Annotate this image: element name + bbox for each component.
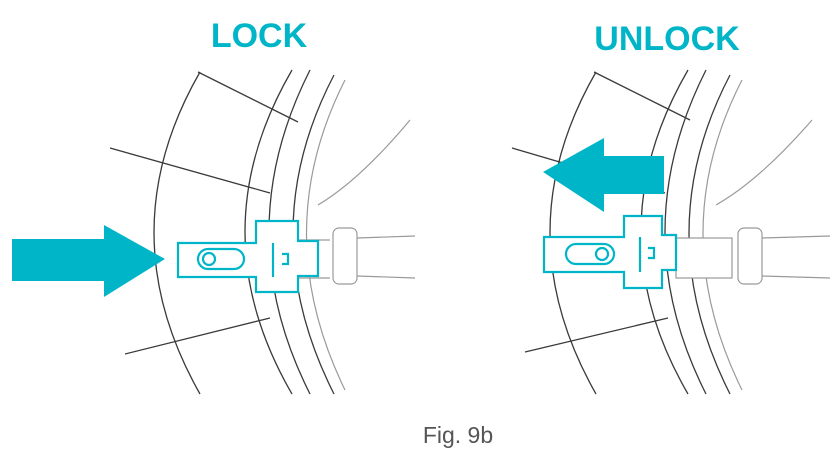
- lock-latch: [176, 219, 320, 294]
- unlock-latch: [542, 214, 678, 290]
- lock-panel: [12, 69, 415, 395]
- unlock-panel: [511, 69, 830, 395]
- lock-arrow: [12, 225, 165, 297]
- unlock-wheel-drawing: [511, 69, 731, 395]
- lock-title: LOCK: [211, 17, 308, 55]
- figure-caption: Fig. 9b: [423, 422, 493, 448]
- lock-hub-drawing: [298, 79, 415, 391]
- unlock-title: UNLOCK: [594, 20, 740, 58]
- lock-wheel-drawing: [109, 69, 335, 395]
- unlock-arrow: [543, 138, 664, 212]
- unlock-hub-drawing: [675, 79, 830, 391]
